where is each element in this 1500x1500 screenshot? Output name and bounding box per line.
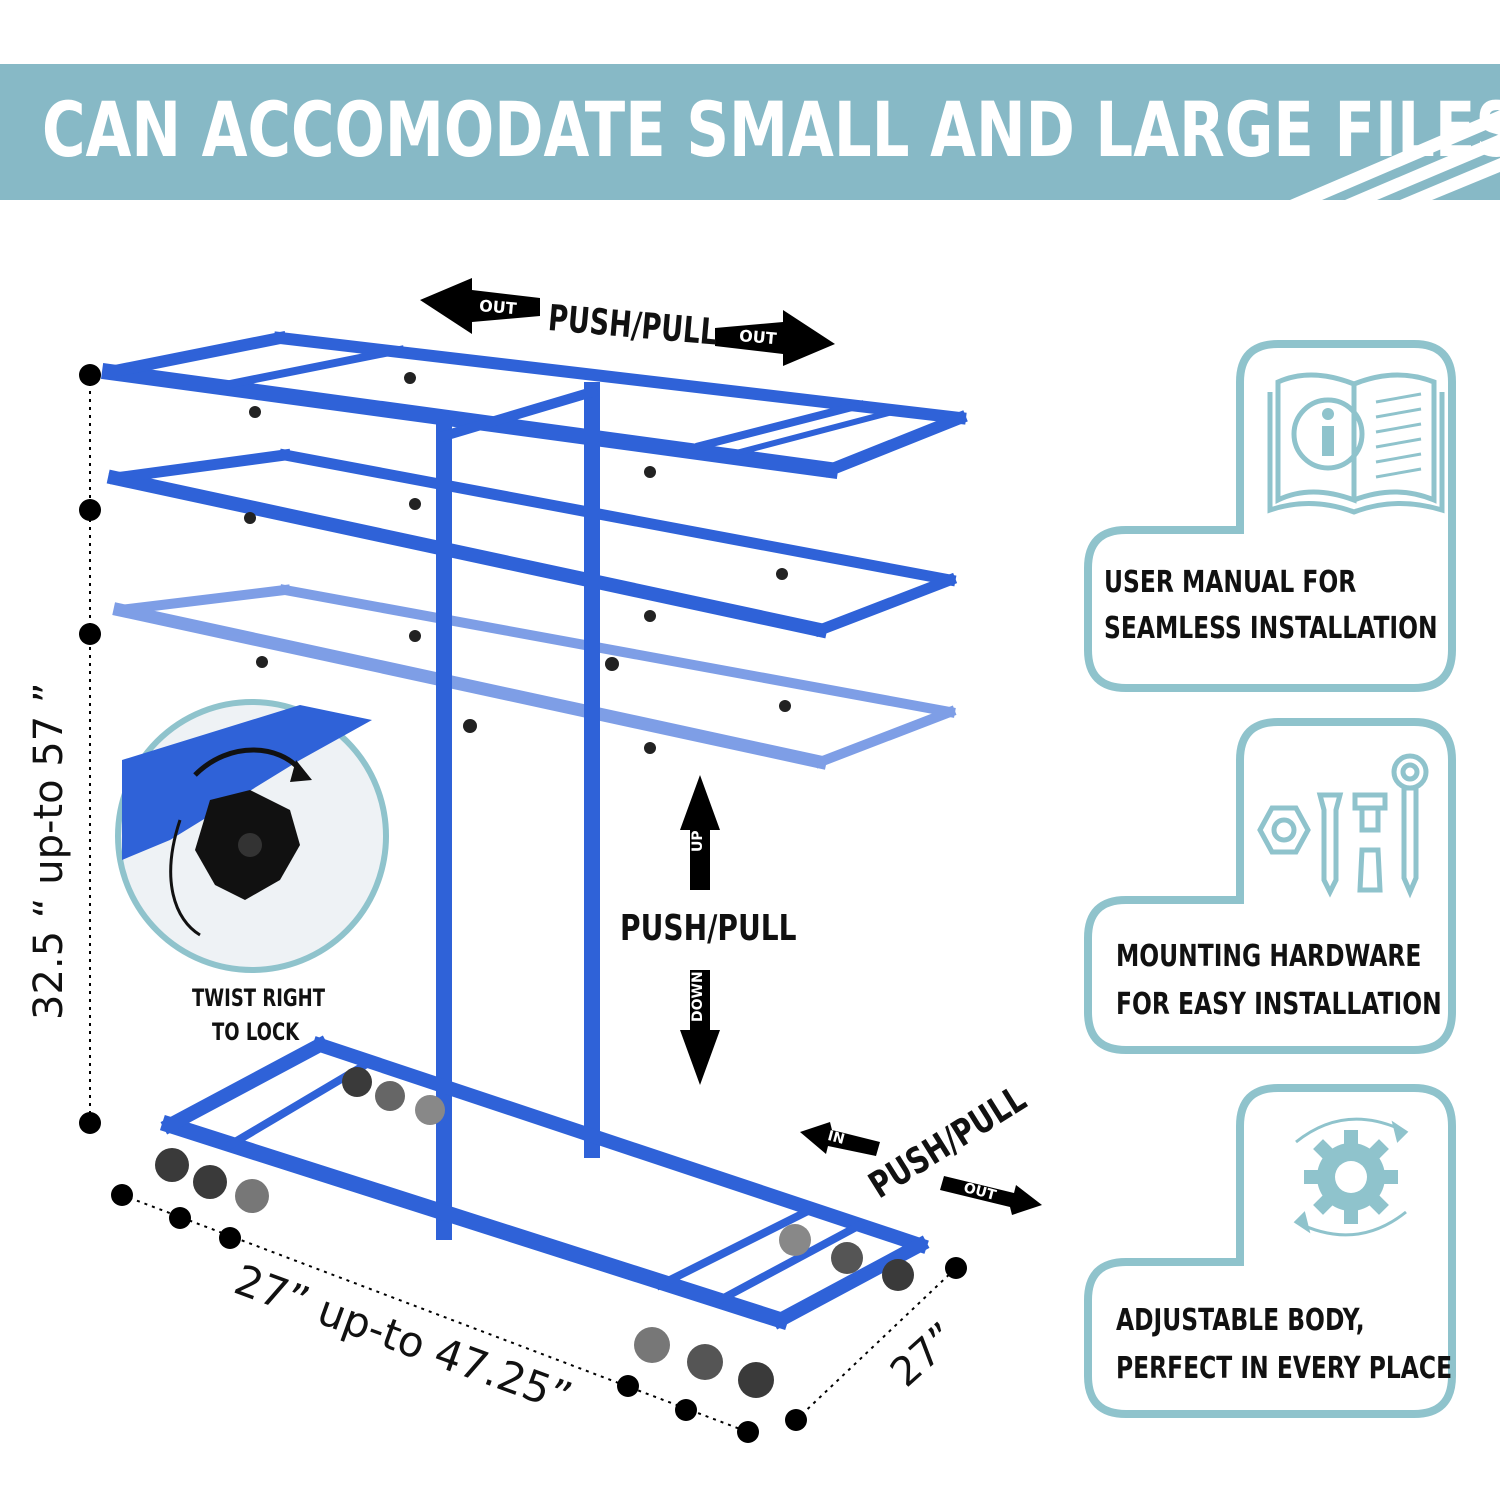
- feature-adjustable-line1: ADJUSTABLE BODY,: [1116, 1303, 1365, 1338]
- knob-callout-line2: TO LOCK: [212, 1018, 300, 1046]
- feature-hardware-line2: FOR EASY INSTALLATION: [1116, 987, 1442, 1022]
- feature-hardware-line1: MOUNTING HARDWARE: [1116, 939, 1422, 974]
- manual-icon: [1267, 372, 1445, 515]
- page-title: CAN ACCOMODATE SMALL AND LARGE FILES: [42, 85, 1500, 174]
- feature-adjustable-line2: PERFECT IN EVERY PLACE: [1116, 1351, 1453, 1386]
- knob-callout-line1: TWIST RIGHT: [192, 984, 326, 1012]
- header-banner: [0, 64, 1500, 200]
- vertical-push-pull-label: PUSH/PULL: [620, 908, 797, 949]
- hardware-icon: [1257, 753, 1429, 899]
- feature-manual-line1: USER MANUAL FOR: [1104, 565, 1357, 600]
- feature-manual-line2: SEAMLESS INSTALLATION: [1104, 611, 1438, 646]
- banner-stripes: [1290, 110, 1500, 200]
- gear-icon: [1293, 1117, 1409, 1237]
- file-rack-illustration: [79, 278, 1042, 1443]
